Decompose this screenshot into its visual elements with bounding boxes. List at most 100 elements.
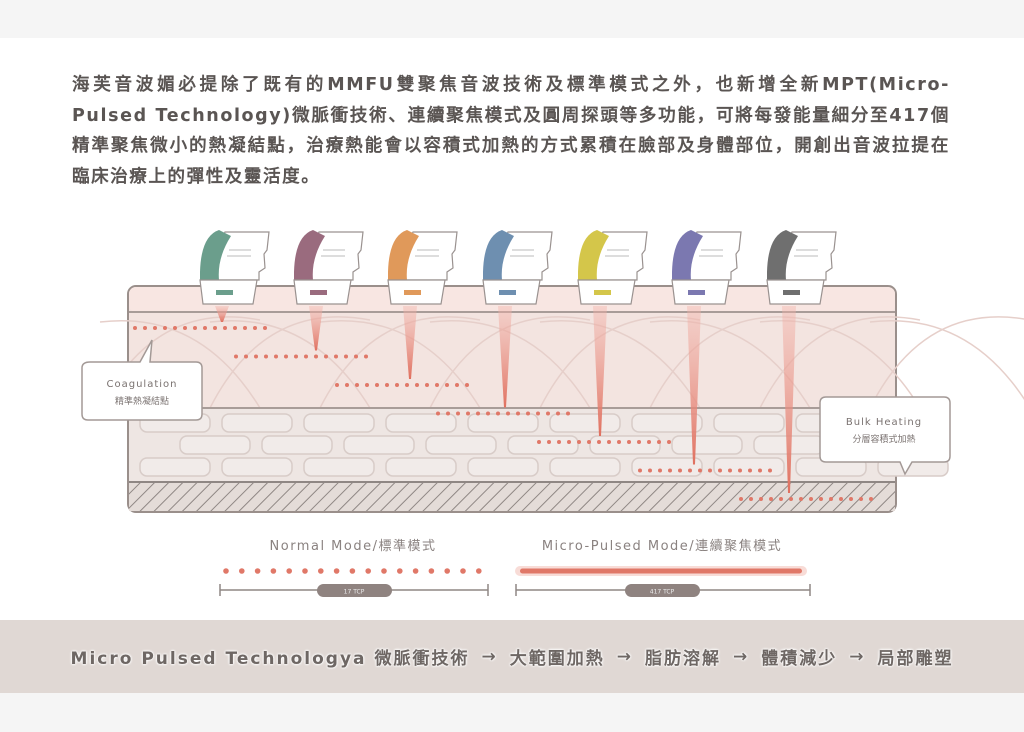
- coagulation-point: [253, 326, 257, 330]
- normal-mode-dot: [460, 568, 466, 574]
- coagulation-point: [587, 440, 591, 444]
- normal-mode-dot: [365, 568, 372, 574]
- normal-mode-label: Normal Mode/標準模式: [270, 538, 437, 554]
- normal-mode-dot: [239, 568, 245, 574]
- coagulation-point: [658, 468, 662, 473]
- coagulation-point: [506, 411, 510, 416]
- coagulation-point: [263, 326, 267, 330]
- cartridge-color-band: [388, 230, 419, 280]
- normal-mode-dot: [412, 568, 419, 574]
- cartridge-indicator: [688, 290, 705, 295]
- banner-step: 局部雕塑: [877, 649, 954, 669]
- coagulation-point: [446, 411, 450, 416]
- focus-beam: [133, 306, 267, 330]
- coagulation-point: [364, 354, 368, 359]
- coagulation-point: [486, 411, 490, 416]
- coagulation-point: [143, 326, 147, 330]
- intro-paragraph: 海芙音波媚必提除了既有的MMFU雙聚焦音波技術及標準模式之外，也新增全新MPT(…: [72, 75, 950, 187]
- transducer-cartridge: [482, 230, 553, 305]
- bulk-heating-callout: Bulk Heating 分層容積式加熱: [819, 396, 951, 476]
- coagulation-point: [455, 383, 459, 387]
- coagulation-point: [668, 468, 672, 473]
- coagulation-point: [839, 497, 843, 501]
- cartridge-color-band: [294, 230, 325, 280]
- coagulation-point: [314, 354, 318, 359]
- coagulation-point: [769, 497, 773, 501]
- coagulation-point: [163, 326, 167, 330]
- ultrasound-diagram: Coagulation 精準熱凝結點 Bulk Heating 分層容積式加熱 …: [81, 230, 1024, 597]
- cartridge-indicator: [216, 290, 233, 295]
- banner-step: Micro Pulsed Technologya 微脈衝技術: [70, 649, 470, 669]
- coagulation-point: [607, 440, 611, 444]
- coagulation-point: [567, 440, 571, 444]
- coagulation-point: [739, 497, 743, 501]
- coagulation-point: [789, 497, 793, 501]
- focus-beam: [739, 306, 873, 501]
- transducer-cartridge: [671, 230, 742, 305]
- coagulation-point: [577, 440, 581, 444]
- focus-beam: [537, 306, 671, 444]
- bulk-heating-title: Bulk Heating: [846, 417, 922, 428]
- cartridge-color-band: [483, 230, 514, 280]
- cartridge-indicator: [499, 290, 516, 295]
- arrow-icon: →: [849, 646, 866, 667]
- coagulation-point: [274, 354, 278, 359]
- coagulation-point: [597, 440, 601, 444]
- coagulation-point: [173, 326, 177, 330]
- coagulation-point: [133, 326, 137, 330]
- coagulation-point: [254, 354, 258, 359]
- arrow-icon: →: [481, 646, 498, 667]
- coagulation-point: [365, 383, 369, 387]
- coagulation-point: [395, 383, 399, 387]
- coagulation-point: [829, 497, 833, 501]
- cartridge-indicator: [310, 290, 327, 295]
- micro-mode-legend: Micro-Pulsed Mode/連續聚焦模式 417 TCP: [515, 539, 811, 597]
- normal-mode-dot: [254, 568, 261, 574]
- coagulation-point: [557, 440, 561, 444]
- transducer-cartridge: [766, 230, 837, 305]
- normal-mode-dot: [302, 568, 308, 574]
- coagulation-callout: Coagulation 精準熱凝結點: [81, 339, 203, 421]
- micro-tcp-label: 417 TCP: [650, 589, 675, 596]
- normal-mode-dot: [476, 568, 482, 574]
- cartridge-color-band: [767, 230, 798, 280]
- coagulation-point: [749, 497, 753, 501]
- coagulation-point: [344, 354, 348, 359]
- normal-mode-dot: [318, 568, 324, 574]
- coagulation-point: [304, 354, 308, 359]
- normal-mode-dot: [397, 568, 403, 574]
- coagulation-point: [637, 440, 641, 444]
- coagulation-point: [869, 497, 873, 501]
- focus-beam: [436, 306, 570, 416]
- micro-pulse-line: [520, 568, 802, 574]
- coagulation-point: [203, 326, 207, 330]
- coagulation-point: [759, 497, 763, 501]
- coagulation-point: [698, 468, 702, 473]
- coagulation-point: [849, 497, 853, 501]
- coagulation-point: [537, 440, 541, 444]
- normal-mode-dot: [349, 568, 356, 574]
- coagulation-point: [617, 440, 621, 444]
- coagulation-point: [375, 383, 379, 387]
- coagulation-point: [638, 468, 642, 473]
- bulk-heating-subtitle: 分層容積式加熱: [852, 433, 915, 445]
- coagulation-point: [657, 440, 661, 444]
- coagulation-point: [547, 440, 551, 444]
- coagulation-point: [779, 497, 783, 501]
- coagulation-point: [648, 468, 652, 473]
- coagulation-point: [213, 326, 217, 330]
- coagulation-point: [264, 354, 268, 359]
- coagulation-point: [244, 354, 248, 359]
- coagulation-point: [556, 411, 560, 416]
- coagulation-point: [466, 411, 470, 416]
- banner-step: 體積減少: [761, 649, 838, 669]
- coagulation-point: [445, 383, 449, 387]
- coagulation-point: [738, 468, 742, 473]
- focus-beam: [335, 306, 469, 387]
- cartridge-indicator: [404, 290, 421, 295]
- transducer-cartridge: [577, 230, 648, 305]
- coagulation-point: [436, 411, 440, 416]
- coagulation-point: [526, 411, 530, 416]
- normal-mode-dot: [428, 568, 435, 574]
- coagulation-point: [859, 497, 863, 501]
